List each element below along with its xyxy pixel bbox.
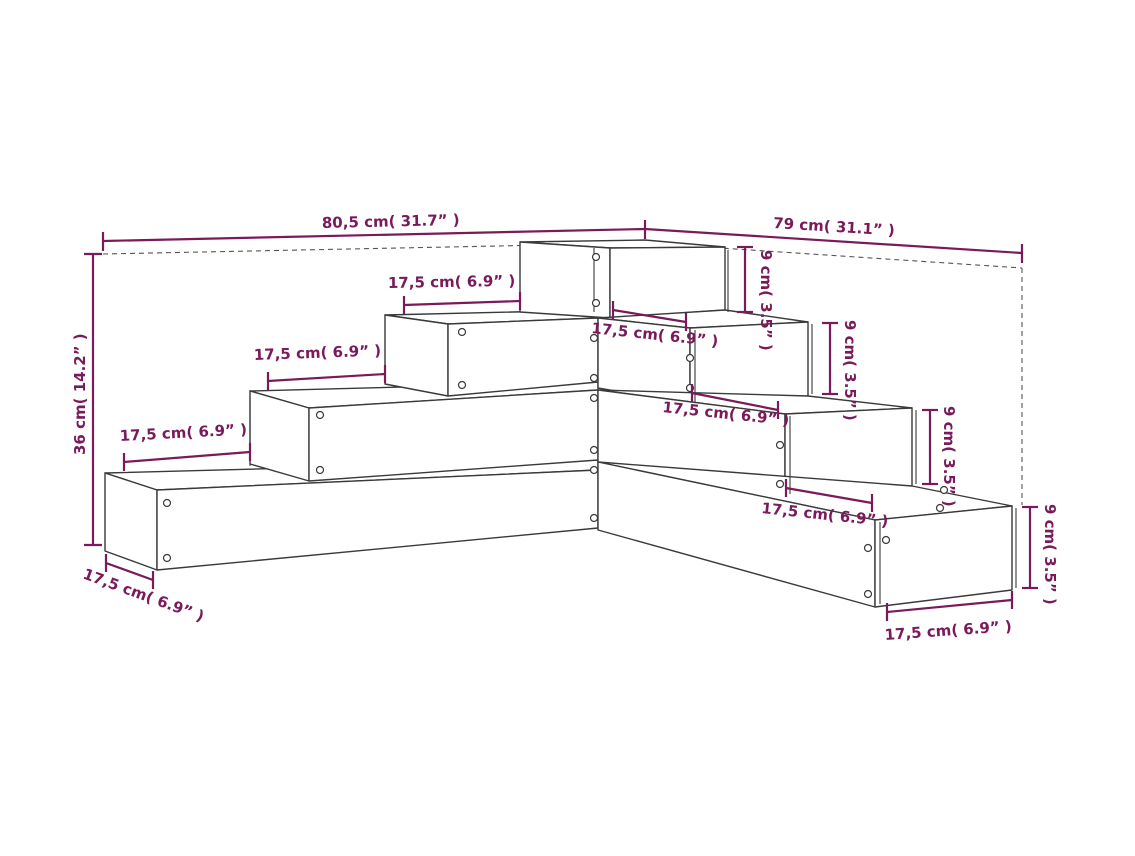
corner-planter-drawing (102, 239, 1023, 608)
screw (589, 445, 599, 455)
label-total-width-left: 80,5 cm( 31.7” ) (322, 211, 460, 232)
label-step-left-3: 17,5 cm( 6.9” ) (388, 272, 516, 292)
screw (162, 498, 172, 508)
screw (457, 327, 467, 337)
dim-line-step-left-2 (267, 372, 386, 383)
label-total-width-right: 79 cm( 31.1” ) (773, 214, 896, 239)
dim-line-depth-left (105, 561, 154, 582)
label-height-tier-2: 9 cm( 3.5” ) (841, 320, 859, 421)
dim-line-step-left-1 (123, 450, 251, 464)
screw (589, 465, 599, 475)
left-tier-3-front (447, 317, 599, 397)
label-height-tier-4: 9 cm( 3.5” ) (1041, 504, 1059, 605)
right-tier-1-end (874, 505, 1013, 608)
screw (935, 503, 945, 513)
screw (775, 479, 785, 489)
screw (881, 535, 891, 545)
screw (589, 513, 599, 523)
screw (939, 485, 949, 495)
screw (457, 380, 467, 390)
screw (685, 353, 695, 363)
screws (162, 252, 949, 599)
label-depth-left-base: 17,5 cm( 6.9” ) (81, 565, 207, 625)
screw (591, 298, 601, 308)
dim-line-step-right-3 (785, 486, 873, 505)
dim-line-total-width-right (644, 227, 1023, 255)
label-height-tier-1: 9 cm( 3.5” ) (757, 250, 775, 351)
screw (863, 589, 873, 599)
dim-line-step-left-3 (403, 299, 521, 307)
label-depth-right-base: 17,5 cm( 6.9” ) (884, 617, 1012, 644)
dim-line-step-right-2 (691, 391, 779, 412)
screw (315, 410, 325, 420)
label-total-height: 36 cm( 14.2” ) (71, 333, 89, 455)
screw (162, 553, 172, 563)
screw (589, 373, 599, 383)
dim-line-depth-right (886, 598, 1013, 614)
screw (591, 252, 601, 262)
left-tier-3-end (384, 314, 449, 397)
dim-line-step-right-1 (612, 308, 687, 324)
left-tier-1-end (104, 472, 158, 571)
screw (863, 543, 873, 553)
dimension-lines (84, 220, 1038, 621)
top-tier-right-face (609, 246, 726, 319)
screw (589, 393, 599, 403)
screw (315, 465, 325, 475)
label-step-left-2: 17,5 cm( 6.9” ) (254, 342, 382, 364)
label-step-left-1: 17,5 cm( 6.9” ) (119, 420, 247, 445)
label-height-tier-3: 9 cm( 3.5” ) (940, 406, 958, 507)
screw (589, 333, 599, 343)
dim-line-total-width-left (102, 227, 646, 243)
screw (775, 440, 785, 450)
